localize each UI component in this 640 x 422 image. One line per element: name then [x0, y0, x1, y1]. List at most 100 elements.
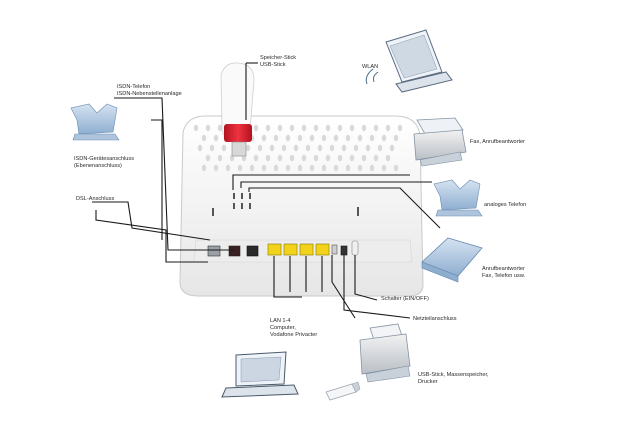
vent-hole	[337, 124, 343, 132]
vent-hole	[349, 124, 355, 132]
dsl-port	[207, 245, 221, 257]
vent-hole	[241, 154, 247, 162]
vent-hole	[265, 154, 271, 162]
label-fax: Fax, Anrufbeantworter	[470, 139, 526, 145]
vent-hole	[285, 134, 291, 142]
label-usb-drucker: USB-Stick, Massenspeicher, Drucker	[418, 372, 489, 385]
wlan-laptop-icon	[365, 29, 453, 93]
vent-hole	[313, 124, 319, 132]
vent-hole	[277, 124, 283, 132]
vent-hole	[245, 144, 251, 152]
analog-telephone-icon	[433, 179, 483, 217]
router	[179, 115, 424, 297]
vent-hole	[257, 144, 263, 152]
vent-hole	[261, 134, 267, 142]
vent-hole	[313, 154, 319, 162]
label-dsl: DSL-Anschluss	[76, 196, 115, 202]
vent-hole	[253, 154, 259, 162]
power-port	[340, 245, 348, 256]
label-analoges-telefon: analoges Telefon	[484, 202, 527, 208]
vent-hole	[281, 144, 287, 152]
vent-hole	[273, 134, 279, 142]
vent-hole	[381, 134, 387, 142]
vent-hole	[329, 144, 335, 152]
printer-icon	[359, 323, 411, 383]
vent-hole	[289, 124, 295, 132]
isdn-telephone-icon	[70, 103, 120, 141]
lan-port	[283, 243, 298, 256]
vent-hole	[389, 144, 395, 152]
vent-hole	[293, 144, 299, 152]
vent-hole	[381, 164, 387, 172]
vent-hole	[357, 134, 363, 142]
vent-hole	[253, 124, 259, 132]
vent-hole	[385, 154, 391, 162]
usb-stick-small-icon	[325, 381, 361, 401]
vent-hole	[377, 144, 383, 152]
lan-ports	[267, 243, 330, 256]
vent-hole	[325, 154, 331, 162]
vent-hole	[261, 164, 267, 172]
vent-hole	[385, 124, 391, 132]
vent-hole	[201, 164, 207, 172]
vent-hole	[221, 144, 227, 152]
lan-port	[315, 243, 330, 256]
fon-port	[246, 245, 259, 257]
vent-hole	[309, 164, 315, 172]
vent-hole	[361, 124, 367, 132]
vent-hole	[273, 164, 279, 172]
vent-hole	[317, 144, 323, 152]
vent-hole	[369, 134, 375, 142]
vent-hole	[321, 134, 327, 142]
vent-hole	[197, 144, 203, 152]
fax-machine-icon	[413, 117, 467, 167]
vent-hole	[361, 154, 367, 162]
vent-hole	[265, 124, 271, 132]
vent-hole	[237, 164, 243, 172]
vent-hole	[277, 154, 283, 162]
vent-hole	[345, 134, 351, 142]
vent-hole	[249, 164, 255, 172]
lan-laptop-icon	[221, 351, 299, 398]
lan-port	[267, 243, 282, 256]
vent-hole	[353, 144, 359, 152]
vent-hole	[213, 164, 219, 172]
vent-hole	[209, 144, 215, 152]
vent-hole	[333, 134, 339, 142]
vent-hole	[305, 144, 311, 152]
vent-hole	[213, 134, 219, 142]
power-switch	[351, 240, 359, 256]
vent-hole	[285, 164, 291, 172]
vent-hole	[269, 144, 275, 152]
vent-hole	[357, 164, 363, 172]
vent-hole	[289, 154, 295, 162]
vent-hole	[205, 124, 211, 132]
vent-hole	[205, 154, 211, 162]
vent-hole	[325, 124, 331, 132]
status-leds	[212, 193, 359, 216]
vent-hole	[349, 154, 355, 162]
vent-hole	[297, 164, 303, 172]
lan-port	[299, 243, 314, 256]
label-lan: LAN 1-4 Computer, Vodafone Privacter	[270, 318, 318, 338]
label-wlan: WLAN	[362, 64, 379, 70]
vent-hole	[229, 154, 235, 162]
usb-port	[331, 244, 338, 255]
label-isdn-geraete: ISDN-Gerätesanschluss (Ebenenanschluss)	[74, 156, 134, 169]
router-vent-holes	[193, 124, 403, 172]
vent-hole	[333, 164, 339, 172]
label-netz: Netzteilanschluss	[413, 316, 457, 322]
label-speicher-stick: Speicher-Stick USB-Stick	[260, 55, 297, 68]
vent-hole	[397, 124, 403, 132]
connection-lines	[92, 62, 441, 319]
isdn-port	[228, 245, 241, 257]
vent-hole	[373, 154, 379, 162]
vent-hole	[301, 124, 307, 132]
answering-machine-icon	[421, 237, 483, 283]
vent-hole	[345, 164, 351, 172]
label-anrufbeantworter: Anrufbeantworter Fax, Telefon usw.	[482, 266, 526, 279]
vent-hole	[201, 134, 207, 142]
vent-hole	[369, 164, 375, 172]
vent-hole	[337, 154, 343, 162]
